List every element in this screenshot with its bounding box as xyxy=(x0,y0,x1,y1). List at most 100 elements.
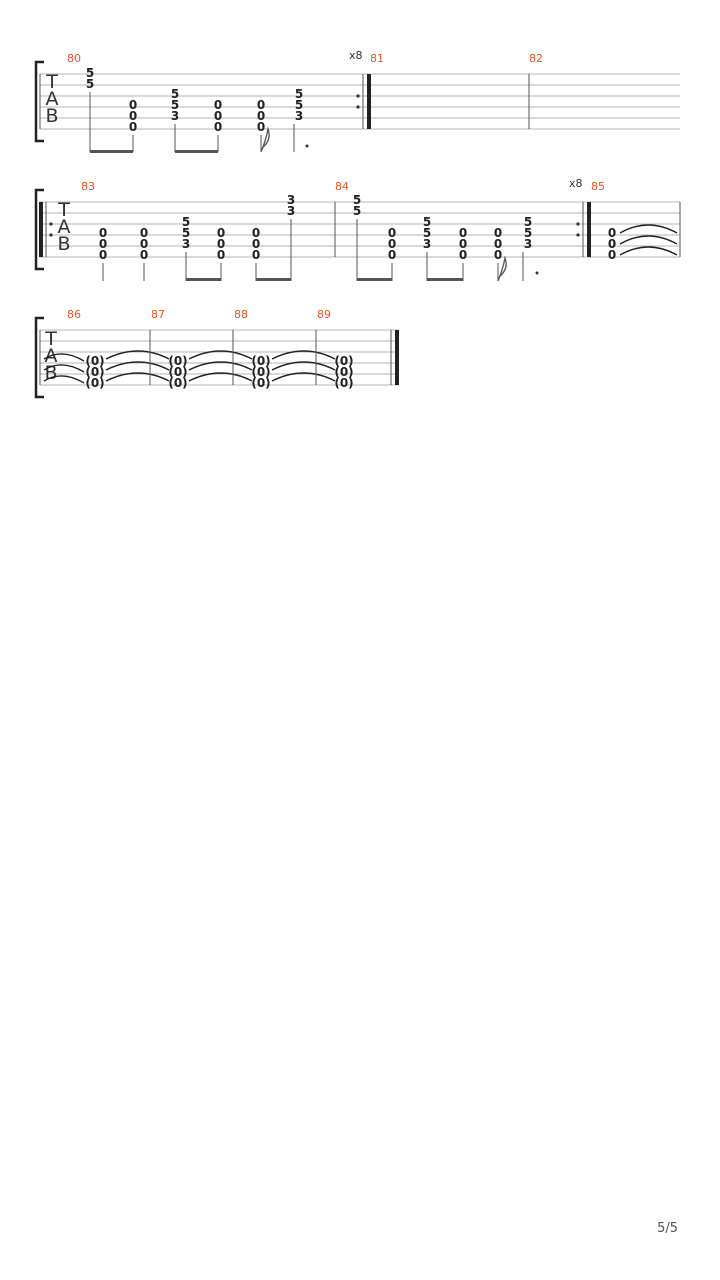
measure-number: 82 xyxy=(529,52,543,65)
tab-clef: T A B xyxy=(57,199,70,255)
fret-number: 5 xyxy=(524,226,532,240)
system-3: T A B 86 (0) (0) (0) 87 (0) ( xyxy=(34,308,399,399)
fret-number: 0 xyxy=(608,226,616,240)
page-number: 5/5 xyxy=(657,1221,678,1236)
fret-number: 3 xyxy=(287,204,295,218)
repeat-end-start-barline xyxy=(576,202,591,257)
fret-number: (0) xyxy=(251,354,270,368)
fret-number: 0 xyxy=(214,98,222,112)
fret-number: (0) xyxy=(251,365,270,379)
tie-arcs xyxy=(619,224,678,256)
repeat-count: x8 xyxy=(349,49,363,62)
fret-number: 5 xyxy=(295,98,303,112)
tab-clef: T A B xyxy=(45,71,58,127)
fret-number: 0 xyxy=(494,248,502,262)
measure-number: 89 xyxy=(317,308,331,321)
fret-number: 3 xyxy=(295,109,303,123)
tab-clef-a: A xyxy=(46,88,59,110)
fret-number: 0 xyxy=(129,109,137,123)
system-bracket xyxy=(34,60,44,143)
rhythm-stems xyxy=(89,92,295,152)
fret-number: 0 xyxy=(459,237,467,251)
fret-number: (0) xyxy=(334,376,353,390)
fret-number: 0 xyxy=(494,237,502,251)
fret-number: 0 xyxy=(388,226,396,240)
fret-number: 3 xyxy=(287,193,295,207)
fret-number: (0) xyxy=(85,354,104,368)
system-1: T A B 80 5 5 0 0 0 5 5 3 0 0 0 0 0 0 5 5… xyxy=(34,49,680,153)
dotted-note-dot xyxy=(535,271,539,275)
fret-number: 0 xyxy=(140,248,148,262)
measure-84-notes: 5 5 0 0 0 5 5 3 0 0 0 0 0 0 5 5 3 xyxy=(353,193,532,262)
fret-number: 0 xyxy=(459,248,467,262)
fret-number: 0 xyxy=(459,226,467,240)
fret-number: 5 xyxy=(353,204,361,218)
fret-number: 3 xyxy=(524,237,532,251)
system-2-staff-lines xyxy=(40,201,680,258)
fret-number: 3 xyxy=(182,237,190,251)
dotted-note-dot xyxy=(305,144,309,148)
fret-number: 0 xyxy=(217,248,225,262)
measure-number: 85 xyxy=(591,180,605,193)
fret-number: 0 xyxy=(214,120,222,134)
fret-number: 0 xyxy=(214,109,222,123)
fret-number: 0 xyxy=(140,237,148,251)
system-1-staff-lines xyxy=(40,73,680,130)
tab-clef-b: B xyxy=(45,105,58,127)
fret-number: 5 xyxy=(423,226,431,240)
fret-number: 5 xyxy=(86,77,94,91)
system-3-staff-lines xyxy=(40,329,398,386)
fret-number: 5 xyxy=(182,215,190,229)
measure-number: 81 xyxy=(370,52,384,65)
fret-number: 0 xyxy=(217,237,225,251)
fret-number: 5 xyxy=(86,66,94,80)
fret-number: 0 xyxy=(494,226,502,240)
fret-number: 0 xyxy=(252,226,260,240)
fret-number: 0 xyxy=(99,226,107,240)
fret-number: 5 xyxy=(171,98,179,112)
final-barline xyxy=(390,330,399,385)
system-bracket xyxy=(34,316,44,399)
system-bracket xyxy=(34,188,44,271)
fret-number: 0 xyxy=(608,237,616,251)
measure-89-notes: (0) (0) (0) xyxy=(334,354,353,390)
fret-number: 0 xyxy=(129,120,137,134)
fret-number: 5 xyxy=(524,215,532,229)
fret-number: 5 xyxy=(182,226,190,240)
fret-number: 0 xyxy=(257,98,265,112)
fret-number: (0) xyxy=(168,376,187,390)
fret-number: (0) xyxy=(168,365,187,379)
tab-clef-a: A xyxy=(58,216,71,238)
fret-number: 0 xyxy=(99,248,107,262)
measure-number: 80 xyxy=(67,52,81,65)
fret-number: 0 xyxy=(388,237,396,251)
repeat-end-barline xyxy=(356,74,371,129)
fret-number: 3 xyxy=(423,237,431,251)
rhythm-beams xyxy=(186,278,463,281)
fret-number: 5 xyxy=(295,87,303,101)
fret-number: (0) xyxy=(168,354,187,368)
tie-arcs xyxy=(43,350,336,384)
fret-number: 0 xyxy=(388,248,396,262)
measure-number: 86 xyxy=(67,308,81,321)
fret-number: (0) xyxy=(251,376,270,390)
measure-number: 83 xyxy=(81,180,95,193)
fret-number: 3 xyxy=(171,109,179,123)
eighth-flag xyxy=(260,126,270,153)
repeat-start-barline xyxy=(39,202,53,257)
system-2: T A B 83 0 0 0 0 0 0 5 5 3 0 0 0 0 0 0 3… xyxy=(34,177,681,282)
tab-clef-t: T xyxy=(44,328,57,350)
fret-number: (0) xyxy=(85,365,104,379)
measure-87-notes: (0) (0) (0) xyxy=(168,354,187,390)
fret-number: (0) xyxy=(334,354,353,368)
measure-number: 87 xyxy=(151,308,165,321)
fret-number: 0 xyxy=(252,237,260,251)
fret-number: 5 xyxy=(171,87,179,101)
tab-clef-t: T xyxy=(45,71,58,93)
repeat-count: x8 xyxy=(569,177,583,190)
measure-80-notes: 5 5 0 0 0 5 5 3 0 0 0 0 0 0 5 5 3 xyxy=(86,66,303,134)
fret-number: 0 xyxy=(99,237,107,251)
measure-83-notes: 0 0 0 0 0 0 5 5 3 0 0 0 0 0 0 3 3 xyxy=(99,193,295,262)
fret-number: 0 xyxy=(257,109,265,123)
fret-number: 0 xyxy=(140,226,148,240)
